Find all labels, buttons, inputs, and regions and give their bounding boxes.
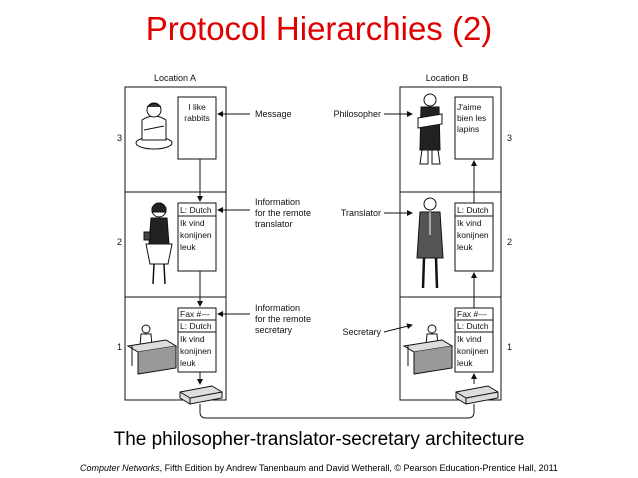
svg-text:leuk: leuk xyxy=(180,242,196,252)
svg-text:L: Dutch: L: Dutch xyxy=(180,205,212,215)
b-layer3-message: J'aime bien les lapins xyxy=(454,96,494,160)
svg-text:konijnen: konijnen xyxy=(180,346,212,356)
a-layer2-message: L: Dutch Ik vind konijnen leuk xyxy=(177,202,217,272)
svg-text:J'aime: J'aime xyxy=(457,102,482,112)
location-b-stack xyxy=(399,86,502,401)
location-a-stack xyxy=(124,86,227,401)
layer-number-2-left: 2 xyxy=(117,237,122,247)
info-translator-label: Information for the remote translator xyxy=(255,197,311,229)
svg-text:rabbits: rabbits xyxy=(184,113,210,123)
a-layer1-message: Fax #--- L: Dutch Ik vind konijnen leuk xyxy=(177,307,217,373)
svg-text:Fax #---: Fax #--- xyxy=(457,309,487,319)
fax-machine-icon-left xyxy=(179,385,223,405)
svg-text:konijnen: konijnen xyxy=(457,346,489,356)
b-layer1-message: Fax #--- L: Dutch Ik vind konijnen leuk xyxy=(454,307,494,373)
info-secretary-label: Information for the remote secretary xyxy=(255,303,311,335)
svg-text:leuk: leuk xyxy=(180,358,196,368)
svg-text:bien les: bien les xyxy=(457,113,486,123)
svg-text:L: Dutch: L: Dutch xyxy=(457,205,489,215)
philosopher-a-icon xyxy=(135,102,173,150)
secretary-b-icon xyxy=(402,324,454,375)
svg-text:Ik vind: Ik vind xyxy=(180,218,205,228)
svg-text:I like: I like xyxy=(188,102,206,112)
translator-a-icon xyxy=(143,202,173,285)
translator-b-icon xyxy=(416,197,444,289)
location-b-label: Location B xyxy=(426,73,469,83)
physical-link-line xyxy=(199,404,475,419)
location-a-label: Location A xyxy=(154,73,196,83)
a-layer3-message: I like rabbits xyxy=(177,96,217,160)
svg-text:L: Dutch: L: Dutch xyxy=(180,321,212,331)
svg-text:for the remote: for the remote xyxy=(255,314,311,324)
svg-text:translator: translator xyxy=(255,219,293,229)
layer-number-3-left: 3 xyxy=(117,133,122,143)
fax-machine-icon-right xyxy=(455,385,499,405)
svg-text:Information: Information xyxy=(255,303,300,313)
svg-text:konijnen: konijnen xyxy=(180,230,212,240)
layer-number-1-left: 1 xyxy=(117,342,122,352)
svg-text:L: Dutch: L: Dutch xyxy=(457,321,489,331)
svg-text:secretary: secretary xyxy=(255,325,293,335)
secretary-label: Secretary xyxy=(342,327,381,337)
slide-title: Protocol Hierarchies (2) xyxy=(145,10,493,47)
svg-text:Ik vind: Ik vind xyxy=(457,218,482,228)
svg-text:Fax #---: Fax #--- xyxy=(180,309,210,319)
svg-text:leuk: leuk xyxy=(457,358,473,368)
svg-text:konijnen: konijnen xyxy=(457,230,489,240)
philosopher-b-icon xyxy=(417,93,443,165)
layer-number-1-right: 1 xyxy=(507,342,512,352)
svg-text:Ik vind: Ik vind xyxy=(180,334,205,344)
philosopher-label: Philosopher xyxy=(333,109,381,119)
layer-number-3-right: 3 xyxy=(507,133,512,143)
svg-text:lapins: lapins xyxy=(457,124,479,134)
message-label: Message xyxy=(255,109,292,119)
secretary-arrow xyxy=(383,323,413,333)
diagram-caption: The philosopher-translator-secretary arc… xyxy=(113,429,525,450)
secretary-a-icon xyxy=(126,324,178,375)
svg-text:for the remote: for the remote xyxy=(255,208,311,218)
layer-number-2-right: 2 xyxy=(507,237,512,247)
svg-text:Ik vind: Ik vind xyxy=(457,334,482,344)
svg-text:leuk: leuk xyxy=(457,242,473,252)
b-layer2-message: L: Dutch Ik vind konijnen leuk xyxy=(454,202,494,272)
svg-text:Information: Information xyxy=(255,197,300,207)
translator-label: Translator xyxy=(341,208,381,218)
credit-rest: , Fifth Edition by Andrew Tanenbaum and … xyxy=(159,463,558,473)
credit-line: Computer Networks, Fifth Edition by Andr… xyxy=(0,463,638,473)
credit-book-title: Computer Networks xyxy=(80,463,160,473)
